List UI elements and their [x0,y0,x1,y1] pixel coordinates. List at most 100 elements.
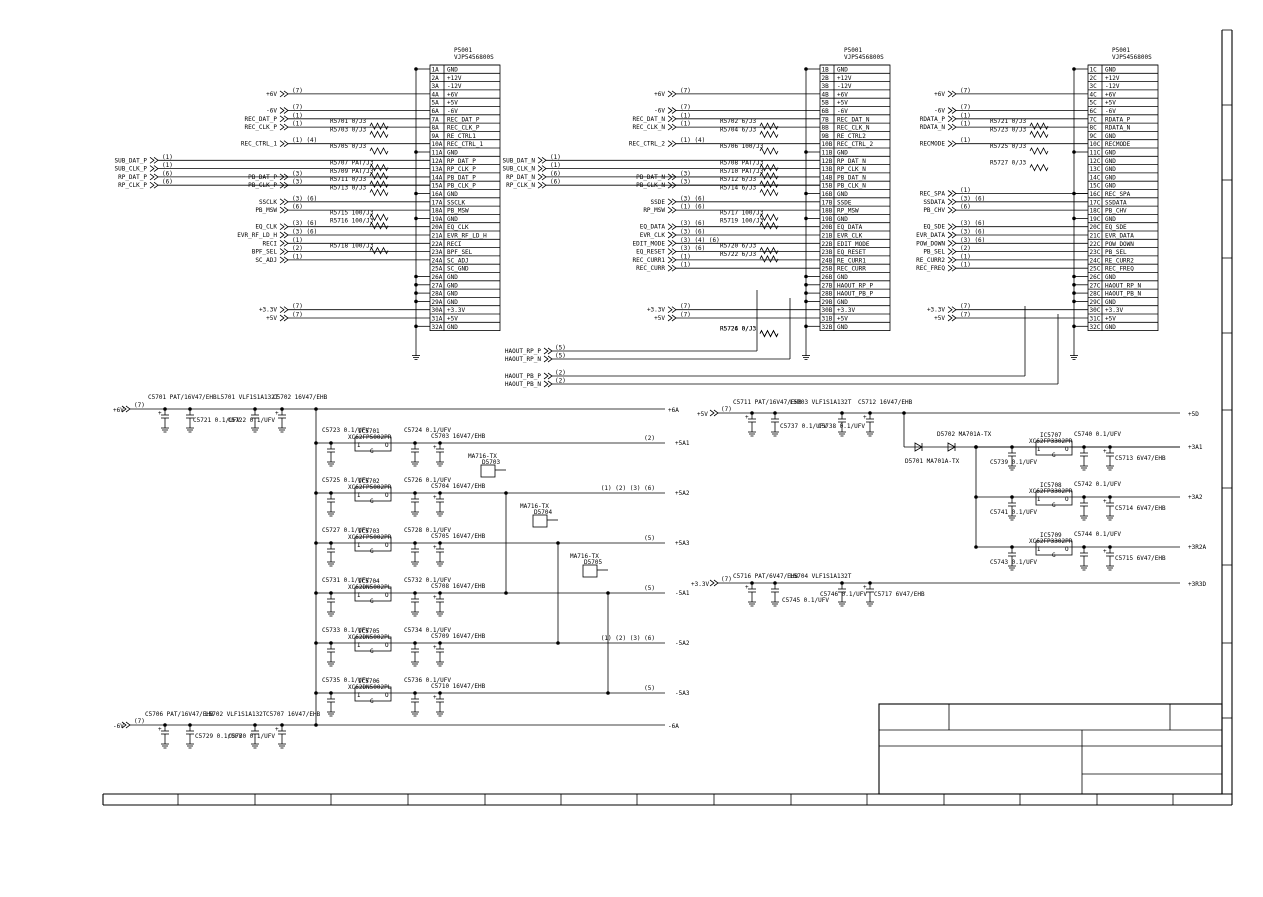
net-label: EQ_SDE [923,224,945,231]
part-label: L5702 VLF1S1A132T [205,711,267,718]
resistor-label: R5705 0/J3 [330,143,367,150]
net-ref: (3) (6) [680,195,705,202]
net-arrow [279,181,285,189]
pin-label: SC_GND [447,266,469,273]
net-label: EVR_RF_LD_H [237,232,277,239]
resistor [1029,130,1049,139]
diode-symbol [914,442,923,452]
diode-ref: D5705 [584,559,602,566]
ic-pin: O [385,492,389,499]
rail-label: +5A1 [675,440,690,447]
diode-part: MA716-TX [468,453,497,460]
rail-label: -5A2 [675,640,690,647]
diode-ref: D5704 [534,509,552,516]
pin-number: 22C [1090,241,1101,248]
resistor-label: R5720 6/J3 [720,243,757,250]
part-label: L5704 VLF1S1A132T [790,573,852,580]
junction [1072,291,1076,295]
pin-number: 12B [822,158,833,165]
ic-pin: G [370,598,374,605]
pin-number: 18A [432,208,443,215]
cap-polarity: + [863,414,867,421]
net-arrow [667,264,673,272]
junction [414,299,418,304]
pin-label: SSCLK [447,199,465,206]
part-label: C5745 0.1/UFV [782,597,829,604]
part-label: C5744 0.1/UFV [1074,531,1121,538]
diode-part: MA716-TX [520,503,549,510]
net-label: +3.3V [647,307,665,314]
pin-label: +5V [1105,316,1116,323]
pin-number: 15A [432,183,443,190]
rail-label: +5A3 [675,540,690,547]
pin-label: REC_CTRL_1 [447,141,484,148]
net-label: RP_CLK_N [506,182,535,189]
pin-label: GND [837,67,848,74]
net-arrow [543,347,549,355]
net-ref: (7) [292,87,303,94]
pin-number: 28B [822,291,833,298]
part-label: C5712 16V47/EHB [858,399,913,406]
junction [1072,67,1076,71]
part-label: C5704 16V47/EHB [431,483,486,490]
rail-label: +5A2 [675,490,690,497]
pin-label: +12V [447,75,462,82]
pin-number: 5C [1090,100,1098,107]
pin-label: SSDE [837,199,852,206]
junction [804,324,808,329]
net-label: RDATA_P [920,116,946,123]
junction [804,191,808,196]
net-label: EQ_CLK [255,224,277,231]
net-ref: (1) (6) [680,204,705,211]
part-label: C5727 0.1/UFV [322,527,369,534]
net-ref: (7) [134,402,145,409]
net-arrow [667,314,673,322]
net-label: EDIT_MODE [632,240,665,247]
junction [974,495,978,499]
net-arrow [279,90,285,98]
pin-number: 27C [1090,282,1101,289]
resistor [369,246,389,255]
net-ref: (7) [721,576,732,583]
part-label: C5709 16V47/EHB [431,633,486,640]
ic-pin: I [1037,446,1041,453]
resistor [759,130,779,139]
pin-number: 10A [432,141,443,148]
pin-label: RECMODE [1105,141,1131,148]
pin-number: 29B [822,299,833,306]
net-arrow [279,173,285,181]
connector-name: P5001 [1112,47,1130,54]
pin-label: GND [1105,274,1116,281]
ic-body [354,436,392,452]
net-label: REC_SPA [920,191,946,198]
sheet-frame [102,29,1233,806]
net-ref: (5) [555,353,566,360]
net-arrow [279,248,285,255]
net-ref: (1) (2) (3) (6) [601,485,655,492]
part-label: C5721 0.1/UFV [193,417,240,424]
ic-body [1035,440,1073,456]
net-ref: (7) [680,303,691,310]
pin-label: GND [837,299,848,306]
pin-number: 16A [432,191,443,198]
junction [414,150,418,154]
net-arrow [667,223,673,231]
net-arrow [667,123,673,131]
net-arrow [279,231,285,239]
ic-name: IC5705 [358,628,380,635]
junction [314,441,318,445]
rail-label: -5A3 [675,690,690,697]
pin-label: PB_CLK_N [837,183,866,190]
net-arrow [947,140,953,148]
pin-number: 21B [822,233,833,240]
pin-number: 13C [1090,166,1101,173]
ic-pin: O [385,642,389,649]
pin-number: 31B [822,316,833,323]
net-ref: (1) [680,112,691,119]
resistor [1029,122,1049,130]
pin-label: RDATA_N [1105,125,1131,132]
junction [314,541,318,545]
